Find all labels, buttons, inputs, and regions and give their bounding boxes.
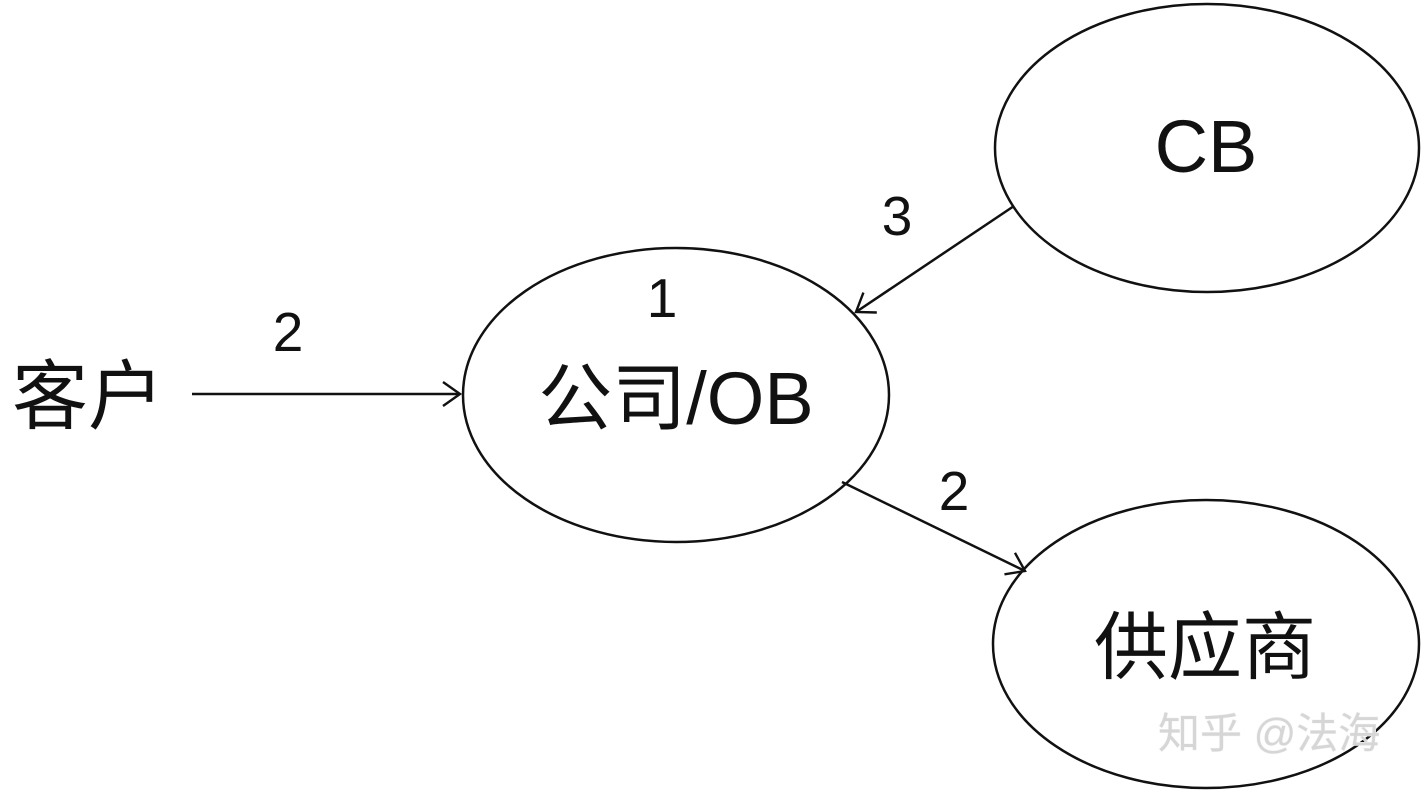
edge-company-to-supplier-label: 2 [939,460,970,522]
node-cb-ellipse [993,2,1421,294]
edge-customer-to-company-label: 2 [273,301,304,363]
node-company-ellipse [461,246,891,544]
node-supplier-label: 供应商 [1094,606,1316,689]
node-company-label: 公司/OB [538,357,813,440]
edge-cb-to-company-line [854,204,1015,314]
watermark-text: 知乎 @法海 [1158,710,1380,757]
node-cb-label: CB [1155,105,1258,188]
edge-company-to-supplier-line [841,480,1027,576]
node-customer-label: 客户 [12,355,164,440]
edge-cb-to-company-label: 3 [882,185,913,247]
node-supplier-ellipse [991,498,1421,790]
node-company-step-number: 1 [647,267,678,329]
